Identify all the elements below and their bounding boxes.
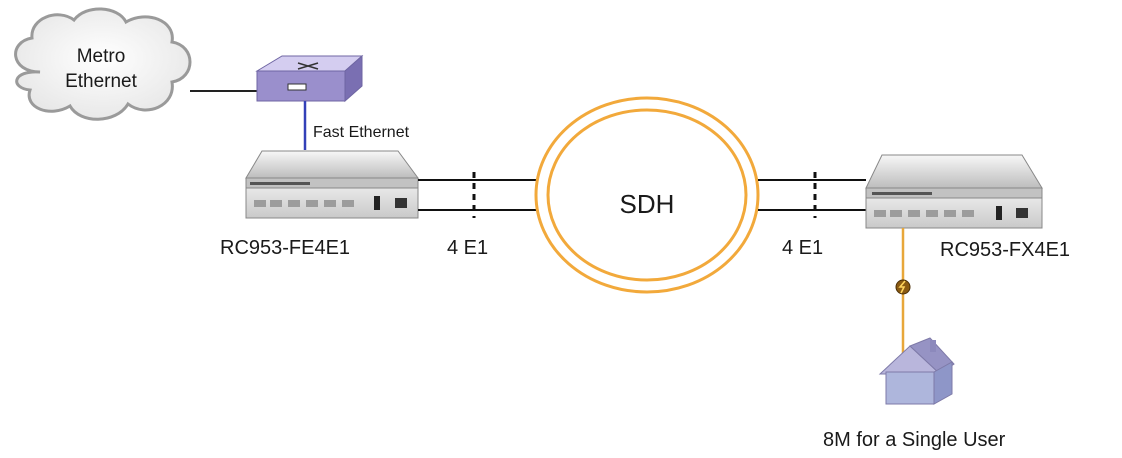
- house-icon: [878, 337, 955, 405]
- left-e1-label: 4 E1: [447, 237, 488, 259]
- metro-ethernet-cloud-icon: Metro Ethernet: [14, 7, 192, 121]
- right-e1-links: [758, 172, 866, 218]
- switch-icon: [255, 54, 364, 103]
- sdh-ring: SDH: [534, 96, 760, 294]
- lightning-surge-icon: [895, 279, 911, 295]
- fast-ethernet-label: Fast Ethernet: [313, 124, 410, 141]
- cloud-label-line1: Metro: [77, 46, 126, 67]
- user-label: 8M for a Single User: [823, 429, 1006, 451]
- sdh-label: SDH: [620, 189, 675, 219]
- cloud-outline: [14, 7, 192, 121]
- cloud-label-line2: Ethernet: [65, 71, 138, 92]
- left-e1-links: [418, 172, 537, 218]
- left-device-icon: [245, 150, 419, 219]
- right-e1-label: 4 E1: [782, 237, 823, 259]
- left-device-label: RC953-FE4E1: [220, 237, 350, 259]
- right-device-label: RC953-FX4E1: [940, 239, 1070, 261]
- right-device-icon: [865, 154, 1043, 229]
